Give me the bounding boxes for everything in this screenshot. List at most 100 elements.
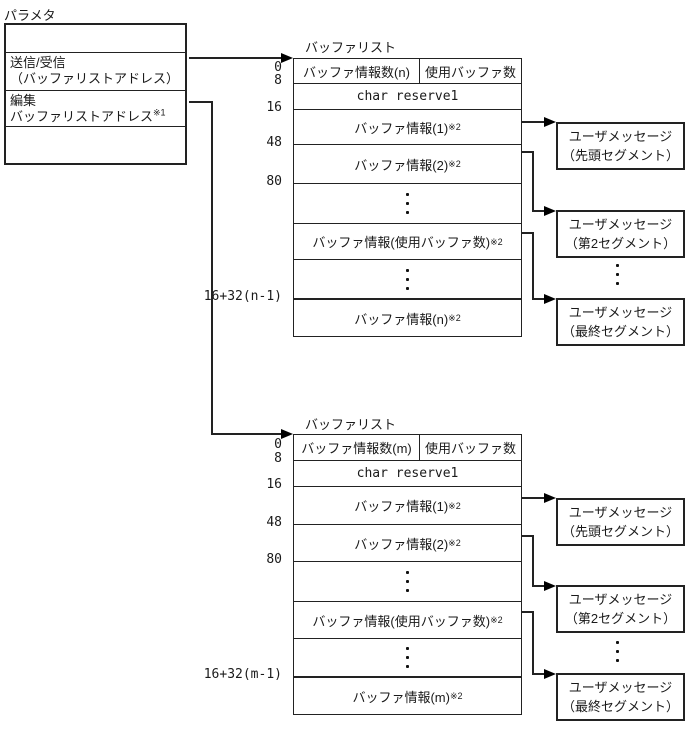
arrow-right-icon <box>281 53 293 63</box>
connector-edit-line <box>189 101 213 103</box>
arrow-right-icon <box>544 493 556 503</box>
param-row-line-text: バッファリストアドレス <box>10 109 154 124</box>
buffer-list-1-title: バッファリスト <box>305 40 397 55</box>
connector-segment-line <box>522 497 544 499</box>
connector-edit-line <box>211 101 213 435</box>
arrow-right-icon <box>544 294 556 304</box>
reserve-row: char reserve1 <box>294 83 521 109</box>
buffer-info-label: バッファ情報(1) <box>354 120 449 136</box>
connector-segment-line <box>522 121 544 123</box>
user-message-line: （先頭セグメント） <box>561 148 679 163</box>
user-message-line: ユーザメッセージ <box>568 129 673 144</box>
arrow-right-icon <box>544 669 556 679</box>
offset-label: 16+32(m-1) <box>203 667 282 682</box>
user-message-box: ユーザメッセージ （先頭セグメント） <box>556 498 685 546</box>
buffer-count-cell: バッファ情報数(m) <box>301 441 412 456</box>
offset-label: 80 <box>266 552 282 567</box>
connector-segment-line <box>532 232 534 300</box>
user-message-box: ユーザメッセージ （第2セグメント） <box>556 585 685 633</box>
param-row-edit: 編集 バッファリストアドレス※1 <box>6 90 185 126</box>
buffer-info-row: バッファ情報(使用バッファ数)※2 <box>294 601 521 638</box>
connector-segment-line <box>532 585 544 587</box>
buffer-list-2-table: バッファ情報数(m) 使用バッファ数 char reserve1 バッファ情報(… <box>293 434 522 715</box>
used-buffer-count-cell: 使用バッファ数 <box>419 59 521 83</box>
offset-label: 16 <box>266 100 282 115</box>
user-message-line: ユーザメッセージ <box>568 680 673 695</box>
connector-segment-line <box>522 535 534 537</box>
param-row-empty-bottom <box>6 126 185 163</box>
connector-edit-line <box>211 433 281 435</box>
param-row-line: 編集 <box>10 93 37 108</box>
buffer-info-row: バッファ情報(使用バッファ数)※2 <box>294 223 521 259</box>
offset-label: 8 <box>274 73 282 88</box>
param-row-line: （バッファリストアドレス） <box>10 71 180 86</box>
connector-send-line <box>189 57 281 59</box>
arrow-right-icon <box>544 581 556 591</box>
connector-segment-line <box>532 210 544 212</box>
user-message-line: ユーザメッセージ <box>568 592 673 607</box>
ellipsis-row <box>294 638 521 676</box>
user-message-line: ユーザメッセージ <box>568 217 673 232</box>
offset-label: 80 <box>266 174 282 189</box>
param-box: 送信/受信 （バッファリストアドレス） 編集 バッファリストアドレス※1 <box>4 23 187 165</box>
offset-label: 16 <box>266 477 282 492</box>
user-message-box: ユーザメッセージ （第2セグメント） <box>556 210 685 258</box>
buffer-list-1-table: バッファ情報数(n) 使用バッファ数 char reserve1 バッファ情報(… <box>293 58 522 337</box>
vertical-ellipsis-icon <box>616 264 619 285</box>
vertical-ellipsis-icon <box>406 571 409 592</box>
param-row-line: 送信/受信 <box>10 55 66 70</box>
buffer-info-label: バッファ情報(使用バッファ数) <box>312 235 491 250</box>
buffer-info-row: バッファ情報(2)※2 <box>294 144 521 183</box>
used-buffer-count-cell: 使用バッファ数 <box>419 435 521 460</box>
footnote-ref: ※1 <box>153 107 166 118</box>
buffer-info-label: バッファ情報(2) <box>354 536 449 552</box>
buffer-info-label: バッファ情報(n) <box>354 311 449 327</box>
vertical-ellipsis-icon <box>406 193 409 214</box>
buffer-info-label: バッファ情報(m) <box>352 689 450 705</box>
offset-label: 0 <box>274 437 282 452</box>
table-row: バッファ情報数(m) 使用バッファ数 <box>294 435 521 460</box>
connector-segment-line <box>532 298 544 300</box>
offset-label: 48 <box>266 515 282 530</box>
user-message-line: （第2セグメント） <box>564 611 677 626</box>
user-message-line: ユーザメッセージ <box>568 305 673 320</box>
offset-label: 16+32(n-1) <box>203 289 282 304</box>
param-title: パラメタ <box>4 8 56 23</box>
buffer-info-label: バッファ情報(1) <box>354 499 449 514</box>
buffer-info-row: バッファ情報(1)※2 <box>294 486 521 524</box>
user-message-box: ユーザメッセージ （最終セグメント） <box>556 298 685 346</box>
buffer-info-row: バッファ情報(n)※2 <box>294 298 521 336</box>
table-row: バッファ情報数(n) 使用バッファ数 <box>294 59 521 83</box>
buffer-list-2-title: バッファリスト <box>305 417 397 432</box>
user-message-line: （第2セグメント） <box>564 236 677 251</box>
offset-label: 8 <box>274 451 282 466</box>
vertical-ellipsis-icon <box>406 268 409 290</box>
arrow-right-icon <box>544 206 556 216</box>
user-message-line: （最終セグメント） <box>561 324 679 339</box>
ellipsis-row <box>294 561 521 601</box>
user-message-line: （最終セグメント） <box>561 699 679 714</box>
connector-segment-line <box>522 232 534 234</box>
buffer-info-label: バッファ情報(使用バッファ数) <box>312 613 491 629</box>
arrow-right-icon <box>281 429 293 439</box>
buffer-info-label: バッファ情報(2) <box>354 157 449 173</box>
buffer-info-row: バッファ情報(1)※2 <box>294 109 521 144</box>
vertical-ellipsis-icon <box>616 641 619 662</box>
buffer-info-row: バッファ情報(m)※2 <box>294 676 521 714</box>
param-row-send-receive: 送信/受信 （バッファリストアドレス） <box>6 52 185 90</box>
offset-label: 0 <box>274 60 282 75</box>
connector-segment-line <box>522 151 534 153</box>
user-message-box: ユーザメッセージ （先頭セグメント） <box>556 122 685 170</box>
user-message-box: ユーザメッセージ （最終セグメント） <box>556 673 685 721</box>
vertical-ellipsis-icon <box>406 647 409 668</box>
ellipsis-row <box>294 183 521 223</box>
user-message-line: （先頭セグメント） <box>561 524 679 539</box>
user-message-line: ユーザメッセージ <box>568 505 673 520</box>
reserve-row: char reserve1 <box>294 460 521 486</box>
connector-segment-line <box>532 611 534 675</box>
param-row-line: バッファリストアドレス※1 <box>10 107 181 125</box>
offset-label: 48 <box>266 135 282 150</box>
connector-segment-line <box>532 673 544 675</box>
param-row-empty-top <box>6 25 185 52</box>
